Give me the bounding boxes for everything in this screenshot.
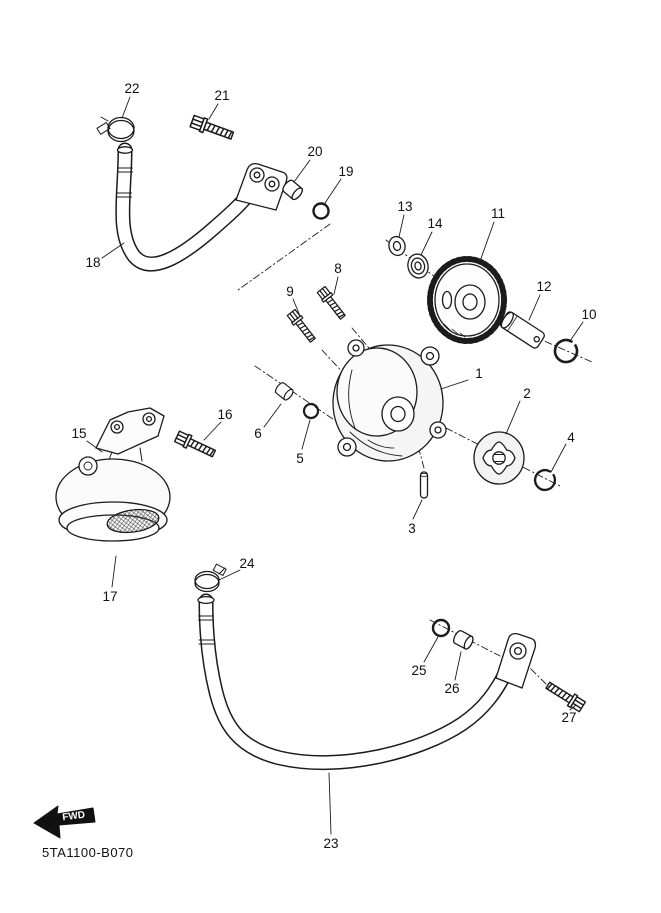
callout-9[interactable]: 9 (286, 284, 294, 299)
drawing-code: 5TA1100-B070 (42, 845, 134, 860)
callout-27[interactable]: 27 (561, 710, 576, 725)
callout-1[interactable]: 1 (475, 366, 483, 381)
collar-6 (273, 380, 296, 402)
callout-11[interactable]: 11 (491, 206, 505, 221)
callout-19[interactable]: 19 (338, 164, 353, 179)
bolt-27 (543, 678, 587, 714)
callout-5[interactable]: 5 (296, 451, 304, 466)
rotor-2 (473, 431, 525, 485)
washer-14 (407, 253, 429, 279)
callout-6[interactable]: 6 (254, 426, 262, 441)
o-ring-5 (302, 402, 320, 420)
callout-10[interactable]: 10 (581, 307, 596, 322)
callout-25[interactable]: 25 (411, 663, 426, 678)
hose-clamp-22 (96, 116, 135, 143)
circlip-10 (553, 338, 579, 364)
callout-labels: 1 2 3 4 5 6 8 9 10 11 12 13 14 15 16 17 … (71, 81, 596, 851)
callout-15[interactable]: 15 (71, 426, 86, 441)
leader-lines (86, 96, 584, 835)
callout-17[interactable]: 17 (102, 589, 117, 604)
oil-pump-1 (332, 339, 447, 462)
pin-3 (419, 471, 429, 499)
bolt-8 (315, 285, 349, 322)
callout-3[interactable]: 3 (408, 521, 416, 536)
o-ring-19 (312, 202, 330, 220)
callout-24[interactable]: 24 (239, 556, 255, 571)
callout-23[interactable]: 23 (323, 836, 338, 851)
fwd-arrow-icon (33, 805, 96, 839)
circlip-4 (533, 468, 557, 492)
hose-clamp-24 (194, 563, 227, 593)
callout-13[interactable]: 13 (397, 199, 412, 214)
fwd-indicator: FWD (33, 805, 96, 839)
washer-13 (388, 235, 406, 257)
callout-2[interactable]: 2 (523, 386, 531, 401)
callout-20[interactable]: 20 (307, 144, 322, 159)
callout-8[interactable]: 8 (334, 261, 342, 276)
callout-12[interactable]: 12 (536, 279, 551, 294)
o-ring-25 (431, 618, 451, 638)
bolt-21 (189, 113, 236, 144)
callout-22[interactable]: 22 (124, 81, 139, 96)
bolt-9 (285, 308, 319, 345)
collar-26 (451, 628, 476, 651)
bolt-16 (173, 429, 218, 461)
callout-16[interactable]: 16 (217, 407, 232, 422)
fwd-label: FWD (62, 810, 86, 824)
oil-strainer-15-17 (55, 407, 171, 542)
callout-4[interactable]: 4 (567, 430, 575, 445)
shaft-12 (499, 311, 545, 349)
callout-26[interactable]: 26 (444, 681, 459, 696)
callout-18[interactable]: 18 (85, 255, 100, 270)
driven-gear-11 (427, 256, 507, 344)
oil-pipe-23 (197, 593, 537, 771)
callout-21[interactable]: 21 (214, 88, 229, 103)
callout-14[interactable]: 14 (427, 216, 443, 231)
oil-pipe-18 (115, 142, 288, 272)
